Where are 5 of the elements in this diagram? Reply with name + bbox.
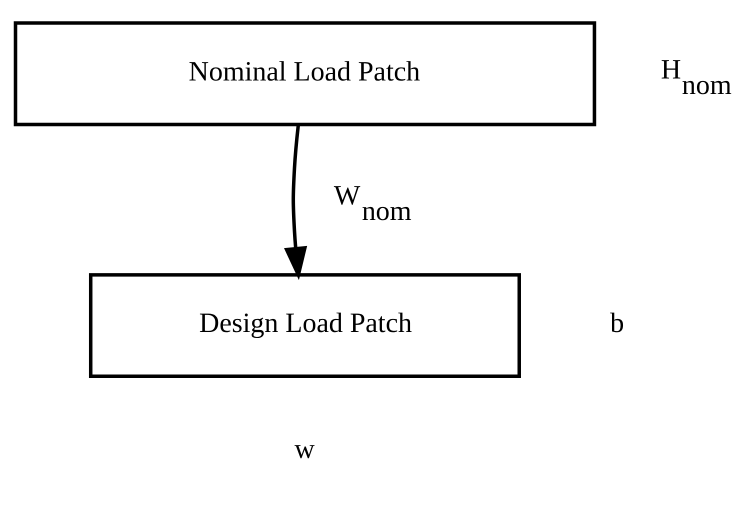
label: w <box>294 434 315 465</box>
arrow <box>284 124 308 280</box>
node-box: Nominal Load Patch <box>14 20 596 126</box>
node-box: Design Load Patch <box>88 272 521 378</box>
label: b <box>610 308 624 339</box>
